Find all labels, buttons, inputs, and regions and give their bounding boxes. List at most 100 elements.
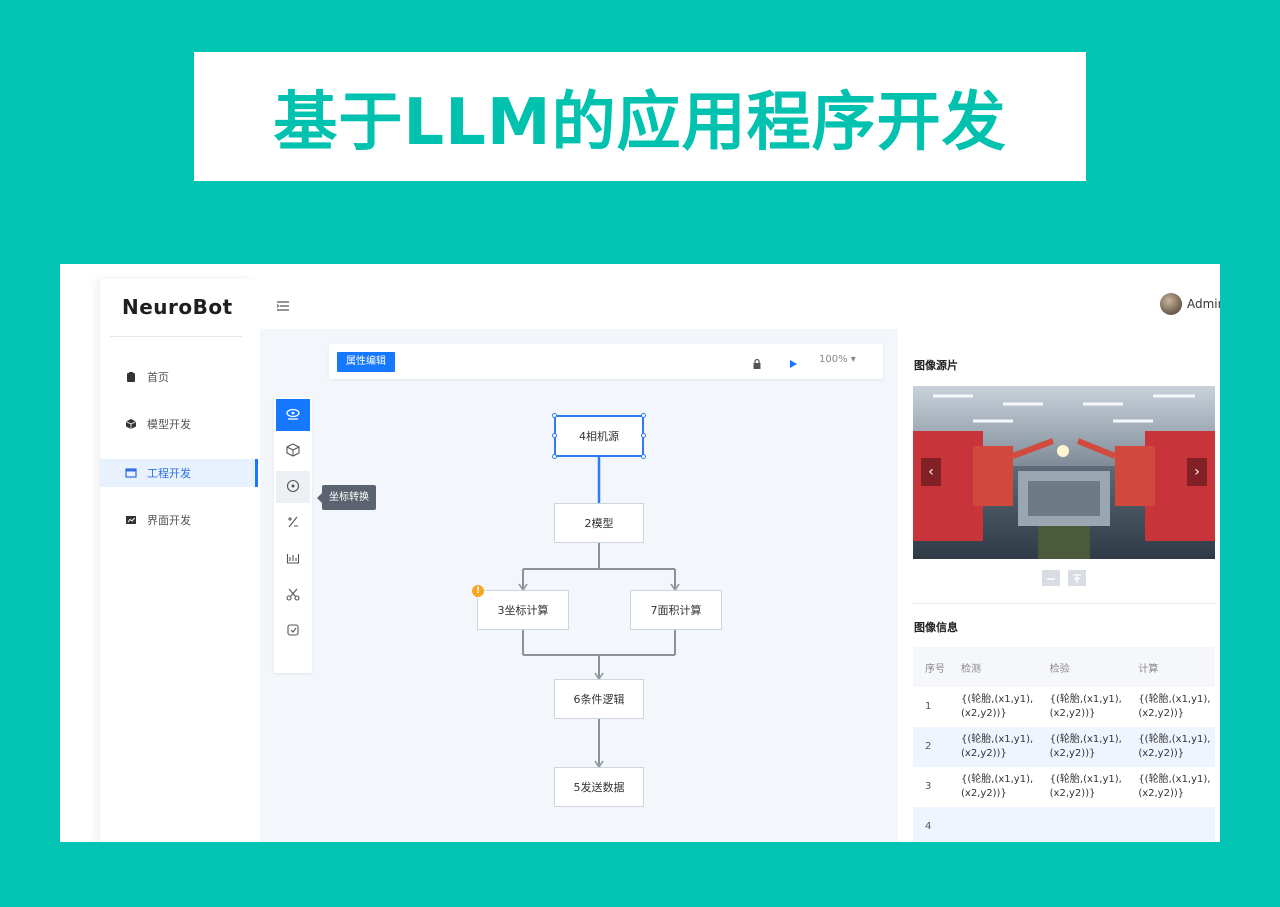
lock-icon[interactable] [751,355,763,369]
cube-icon [124,418,137,431]
target-icon [286,478,300,497]
logo-divider [110,336,242,337]
table-cell: {(轮胎,(x1,y1),(x2,y2))} [1049,694,1122,719]
table-cell: {(轮胎,(x1,y1),(x2,y2))} [961,774,1034,799]
chart-icon [124,514,137,527]
tool-capture[interactable] [276,615,310,647]
row-index: 4 [913,807,949,842]
minus-icon [1046,569,1056,588]
capture-icon [286,622,300,641]
canvas-toolbar: 属性编辑 100% ▾ [329,344,883,379]
table-cell [1037,807,1127,842]
column-header: 检验 [1037,647,1127,687]
zoom-select[interactable]: 100% ▾ [819,354,856,365]
flow-connectors [518,457,680,769]
camera-icon [285,406,301,425]
carousel-prev-button[interactable]: ‹ [921,458,941,486]
play-icon[interactable] [787,355,799,368]
tool-model[interactable] [276,435,310,467]
sidebar-item-model-dev[interactable]: 模型开发 [100,410,258,438]
table-cell: {(轮胎,(x1,y1),(x2,y2))} [1138,694,1211,719]
preview-actions [1042,570,1086,586]
table-cell: {(轮胎,(x1,y1),(x2,y2))} [961,694,1034,719]
sidebar-item-label: 界面开发 [147,514,191,527]
row-index: 2 [913,727,949,767]
node-label: 2模型 [584,517,614,530]
flow-workspace: 属性编辑 100% ▾ [260,329,898,842]
tool-cut[interactable] [276,579,310,611]
tool-tooltip: 坐标转换 [317,485,376,510]
tool-coordinate-transform[interactable] [276,471,310,503]
column-header: 序号 [913,647,949,687]
cube-icon [286,442,300,461]
factory-image [913,386,1215,559]
table-cell: {(轮胎,(x1,y1),(x2,y2))} [1049,774,1122,799]
table-header-row: 序号 检测 检验 计算 [913,647,1215,687]
warning-icon: ! [472,585,484,597]
table-cell: {(轮胎,(x1,y1),(x2,y2))} [1126,727,1215,767]
user-name: Admin [1187,297,1220,311]
node-handle[interactable] [641,433,646,438]
download-button[interactable] [1068,570,1086,586]
panel-divider [913,603,1215,604]
menu-toggle-icon[interactable] [276,297,290,311]
tool-camera[interactable] [276,399,310,431]
table-row[interactable]: 4 [913,807,1215,842]
avatar [1160,293,1182,315]
flow-node-camera[interactable]: 4相机源 [552,413,646,459]
home-icon [124,371,137,384]
node-label: 7面积计算 [650,604,702,617]
table-row[interactable]: 3 {(轮胎,(x1,y1),(x2,y2))} {(轮胎,(x1,y1),(x… [913,767,1215,807]
node-handle[interactable] [641,454,646,459]
node-label: 5发送数据 [573,781,625,794]
app-screenshot: NeuroBot 首页 模型开发 工程开发 界面开发 [60,264,1220,842]
sidebar-item-label: 工程开发 [147,467,191,480]
banner: 基于LLM的应用程序开发 [194,52,1086,181]
table-row[interactable]: 1 {(轮胎,(x1,y1),(x2,y2))} {(轮胎,(x1,y1),(x… [913,687,1215,727]
table-row[interactable]: 2 {(轮胎,(x1,y1),(x2,y2))} {(轮胎,(x1,y1),(x… [913,727,1215,767]
node-handle[interactable] [552,433,557,438]
node-handle[interactable] [641,413,646,418]
sidebar: NeuroBot 首页 模型开发 工程开发 界面开发 [100,279,258,842]
banner-title: 基于LLM的应用程序开发 [273,85,1007,160]
image-info-table: 序号 检测 检验 计算 1 {(轮胎,(x1,y1),(x2,y2))} {(轮… [913,647,1215,842]
column-header: 检测 [949,647,1038,687]
calculator-icon [286,514,300,533]
sidebar-item-home[interactable]: 首页 [100,363,258,391]
table-cell [949,807,1038,842]
row-index: 1 [925,701,932,712]
node-label: 4相机源 [579,430,619,443]
flow-node-condition-logic[interactable]: 6条件逻辑 [554,679,644,719]
column-header: 计算 [1126,647,1215,687]
sidebar-item-label: 模型开发 [147,418,191,431]
sidebar-item-ui-dev[interactable]: 界面开发 [100,506,258,534]
table-cell: {(轮胎,(x1,y1),(x2,y2))} [949,727,1038,767]
row-index: 3 [925,781,932,792]
flow-node-coordinate-calc[interactable]: ! 3坐标计算 [472,585,569,630]
table-cell: {(轮胎,(x1,y1),(x2,y2))} [1138,774,1211,799]
table-cell: {(轮胎,(x1,y1),(x2,y2))} [1037,727,1127,767]
tool-calculate[interactable] [276,507,310,539]
user-menu[interactable]: Admin [1160,293,1220,315]
zoom-value: 100% [819,354,848,365]
sidebar-item-label: 首页 [147,371,169,384]
node-label: 6条件逻辑 [573,693,625,706]
flow-node-area-calc[interactable]: 7面积计算 [630,590,722,630]
node-handle[interactable] [552,413,557,418]
tool-measure[interactable] [276,543,310,575]
info-title: 图像信息 [914,621,958,634]
zoom-out-button[interactable] [1042,570,1060,586]
upload-icon [1072,569,1082,588]
node-handle[interactable] [552,454,557,459]
sidebar-item-project-dev[interactable]: 工程开发 [100,459,258,487]
chevron-down-icon: ▾ [850,354,856,365]
flow-node-model[interactable]: 2模型 [554,503,644,543]
window-icon [124,467,137,480]
carousel-next-button[interactable]: › [1187,458,1207,486]
image-preview: ‹ › [913,386,1215,559]
property-edit-button[interactable]: 属性编辑 [337,352,395,372]
scissors-icon [286,586,300,605]
flow-node-send-data[interactable]: 5发送数据 [554,767,644,807]
node-label: 3坐标计算 [497,604,549,617]
right-panel: 图像源片 ‹ › [898,329,1220,842]
